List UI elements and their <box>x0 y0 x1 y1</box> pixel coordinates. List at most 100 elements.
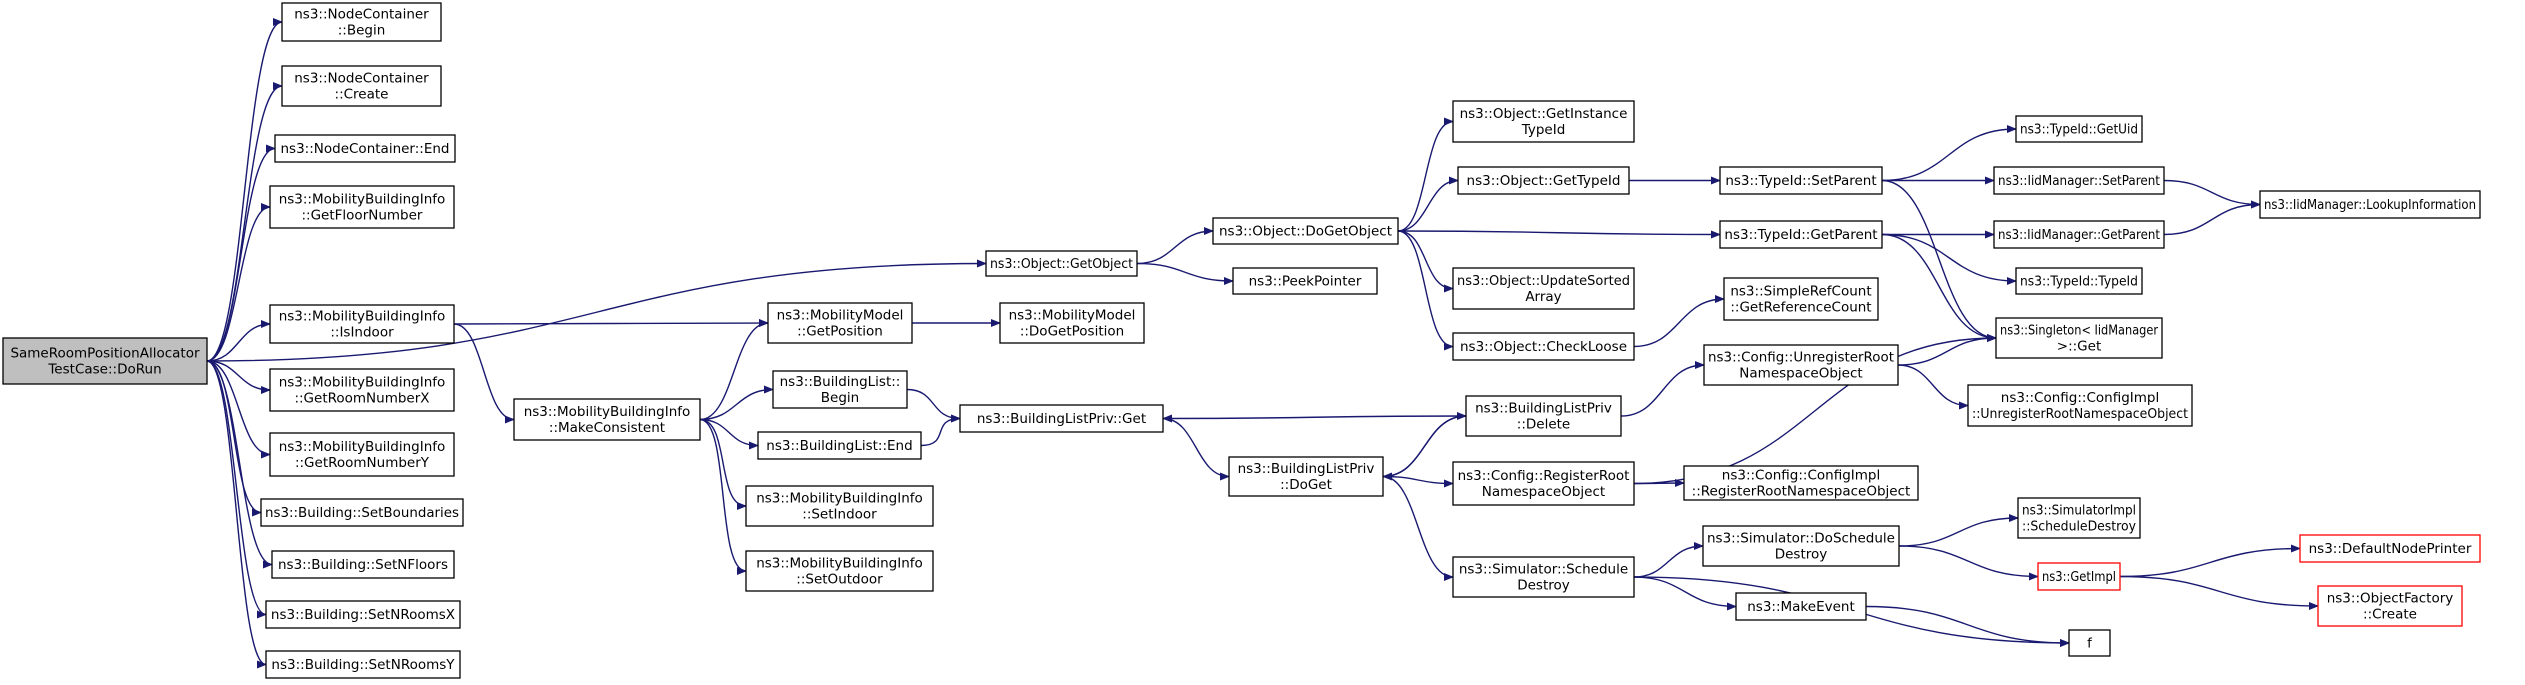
node-box[interactable] <box>745 485 934 527</box>
node-defaultnodeprinter[interactable]: ns3::DefaultNodePrinter <box>2299 534 2481 563</box>
node-peekpointer[interactable]: ns3::PeekPointer <box>1232 267 1378 295</box>
node-blp_delete[interactable]: ns3::BuildingListPriv::Delete <box>1465 395 1622 437</box>
node-box[interactable] <box>2299 534 2481 563</box>
node-box[interactable] <box>1452 461 1635 506</box>
node-box[interactable] <box>281 65 442 107</box>
node-mbi_floor[interactable]: ns3::MobilityBuildingInfo::GetFloorNumbe… <box>269 185 455 229</box>
node-box[interactable] <box>2015 115 2143 143</box>
node-getimpl[interactable]: ns3::GetImpl <box>2037 562 2121 591</box>
node-typeid_getparent[interactable]: ns3::TypeId::GetParent <box>1719 220 1883 249</box>
node-box[interactable] <box>1452 332 1635 361</box>
node-blp_get[interactable]: ns3::BuildingListPriv::Get <box>959 404 1164 433</box>
node-objectfactory_create[interactable]: ns3::ObjectFactory::Create <box>2317 585 2463 627</box>
node-box[interactable] <box>1232 267 1378 295</box>
node-box[interactable] <box>281 2 442 42</box>
node-box[interactable] <box>2037 562 2121 591</box>
node-b_setnfloors[interactable]: ns3::Building::SetNFloors <box>271 550 455 579</box>
node-box[interactable] <box>1719 220 1883 249</box>
node-box[interactable] <box>1452 100 1635 143</box>
node-box[interactable] <box>260 498 464 527</box>
node-obj_dogetobject[interactable]: ns3::Object::DoGetObject <box>1212 217 1399 245</box>
node-nc_begin[interactable]: ns3::NodeContainer::Begin <box>281 2 442 42</box>
node-box[interactable] <box>2259 190 2481 219</box>
node-mbi_setoutdoor[interactable]: ns3::MobilityBuildingInfo::SetOutdoor <box>745 550 934 592</box>
node-box[interactable] <box>274 134 456 163</box>
node-blp_doget[interactable]: ns3::BuildingListPriv::DoGet <box>1228 456 1384 497</box>
node-mbi_roomy[interactable]: ns3::MobilityBuildingInfo::GetRoomNumber… <box>269 432 455 477</box>
node-box[interactable] <box>1702 525 1900 567</box>
node-nc_create[interactable]: ns3::NodeContainer::Create <box>281 65 442 107</box>
node-box[interactable] <box>265 600 461 629</box>
node-box[interactable] <box>1452 556 1635 598</box>
node-box[interactable] <box>265 650 461 679</box>
node-box[interactable] <box>1719 166 1883 195</box>
node-b_setnroomsy[interactable]: ns3::Building::SetNRoomsY <box>265 650 461 679</box>
node-typeid_setparent[interactable]: ns3::TypeId::SetParent <box>1719 166 1883 195</box>
node-typeid_typeid[interactable]: ns3::TypeId::TypeId <box>2015 267 2143 295</box>
node-box[interactable] <box>757 431 922 460</box>
node-typeid_getuid[interactable]: ns3::TypeId::GetUid <box>2015 115 2143 143</box>
node-box[interactable] <box>1452 267 1635 310</box>
node-box[interactable] <box>2317 585 2463 627</box>
node-box[interactable] <box>772 370 908 409</box>
node-cfgimpl_unregisterroot[interactable]: ns3::Config::ConfigImpl::UnregisterRootN… <box>1967 384 2193 427</box>
node-box[interactable] <box>269 304 455 344</box>
node-cfgimpl_registerroot[interactable]: ns3::Config::ConfigImpl::RegisterRootNam… <box>1683 465 1919 501</box>
node-bl_begin[interactable]: ns3::BuildingList::Begin <box>772 370 908 409</box>
node-mbi_makeconsistent[interactable]: ns3::MobilityBuildingInfo::MakeConsisten… <box>513 398 701 441</box>
node-nc_end[interactable]: ns3::NodeContainer::End <box>274 134 456 163</box>
node-obj_gettypeid[interactable]: ns3::Object::GetTypeId <box>1457 166 1630 195</box>
node-box[interactable] <box>513 398 701 441</box>
node-box[interactable] <box>1735 592 1867 621</box>
node-sim_scheduledestroy[interactable]: ns3::Simulator::ScheduleDestroy <box>1452 556 1635 598</box>
node-box[interactable] <box>1465 395 1622 437</box>
node-box[interactable] <box>1723 277 1879 321</box>
node-f[interactable]: f <box>2068 629 2111 657</box>
node-box[interactable] <box>269 432 455 477</box>
node-box[interactable] <box>1993 166 2165 195</box>
node-box[interactable] <box>767 302 913 344</box>
node-box[interactable] <box>1228 456 1384 497</box>
node-box[interactable] <box>745 550 934 592</box>
node-simplerefcount[interactable]: ns3::SimpleRefCount::GetReferenceCount <box>1723 277 1879 321</box>
node-box[interactable] <box>1993 220 2165 249</box>
node-box[interactable] <box>2017 497 2141 539</box>
node-box[interactable] <box>2015 267 2143 295</box>
node-iid_getparent[interactable]: ns3::IidManager::GetParent <box>1993 220 2165 249</box>
node-bl_end[interactable]: ns3::BuildingList::End <box>757 431 922 460</box>
node-iid_lookup[interactable]: ns3::IidManager::LookupInformation <box>2259 190 2481 219</box>
node-box[interactable] <box>269 185 455 229</box>
node-box[interactable] <box>2068 629 2111 657</box>
node-box[interactable] <box>271 550 455 579</box>
node-box[interactable] <box>1967 384 2193 427</box>
node-mbi_setindoor[interactable]: ns3::MobilityBuildingInfo::SetIndoor <box>745 485 934 527</box>
node-box[interactable] <box>1212 217 1399 245</box>
node-mm_dogetpos[interactable]: ns3::MobilityModel::DoGetPosition <box>999 302 1145 344</box>
node-singleton_get[interactable]: ns3::Singleton< IidManager >::Get <box>1995 317 2163 359</box>
node-box[interactable] <box>1703 344 1899 386</box>
node-box[interactable] <box>269 368 455 412</box>
node-box[interactable] <box>985 250 1138 277</box>
node-obj_getobject[interactable]: ns3::Object::GetObject <box>985 250 1138 277</box>
node-box[interactable] <box>959 404 1164 433</box>
node-b_setnroomsx[interactable]: ns3::Building::SetNRoomsX <box>265 600 461 629</box>
node-mbi_isindoor[interactable]: ns3::MobilityBuildingInfo::IsIndoor <box>269 304 455 344</box>
node-iid_setparent[interactable]: ns3::IidManager::SetParent <box>1993 166 2165 195</box>
node-obj_checkloose[interactable]: ns3::Object::CheckLoose <box>1452 332 1635 361</box>
node-mbi_roomx[interactable]: ns3::MobilityBuildingInfo::GetRoomNumber… <box>269 368 455 412</box>
node-box[interactable] <box>1683 465 1919 501</box>
node-box[interactable] <box>2 337 208 385</box>
node-cfg_registerroot[interactable]: ns3::Config::RegisterRootNamespaceObject <box>1452 461 1635 506</box>
node-box[interactable] <box>1457 166 1630 195</box>
node-mm_getpos[interactable]: ns3::MobilityModel::GetPosition <box>767 302 913 344</box>
node-cfg_unregisterroot[interactable]: ns3::Config::UnregisterRootNamespaceObje… <box>1703 344 1899 386</box>
node-box[interactable] <box>999 302 1145 344</box>
node-box[interactable] <box>1995 317 2163 359</box>
node-makeevent[interactable]: ns3::MakeEvent <box>1735 592 1867 621</box>
node-simimpl_scheduledestroy[interactable]: ns3::SimulatorImpl::ScheduleDestroy <box>2017 497 2141 539</box>
node-b_setbounds[interactable]: ns3::Building::SetBoundaries <box>260 498 464 527</box>
